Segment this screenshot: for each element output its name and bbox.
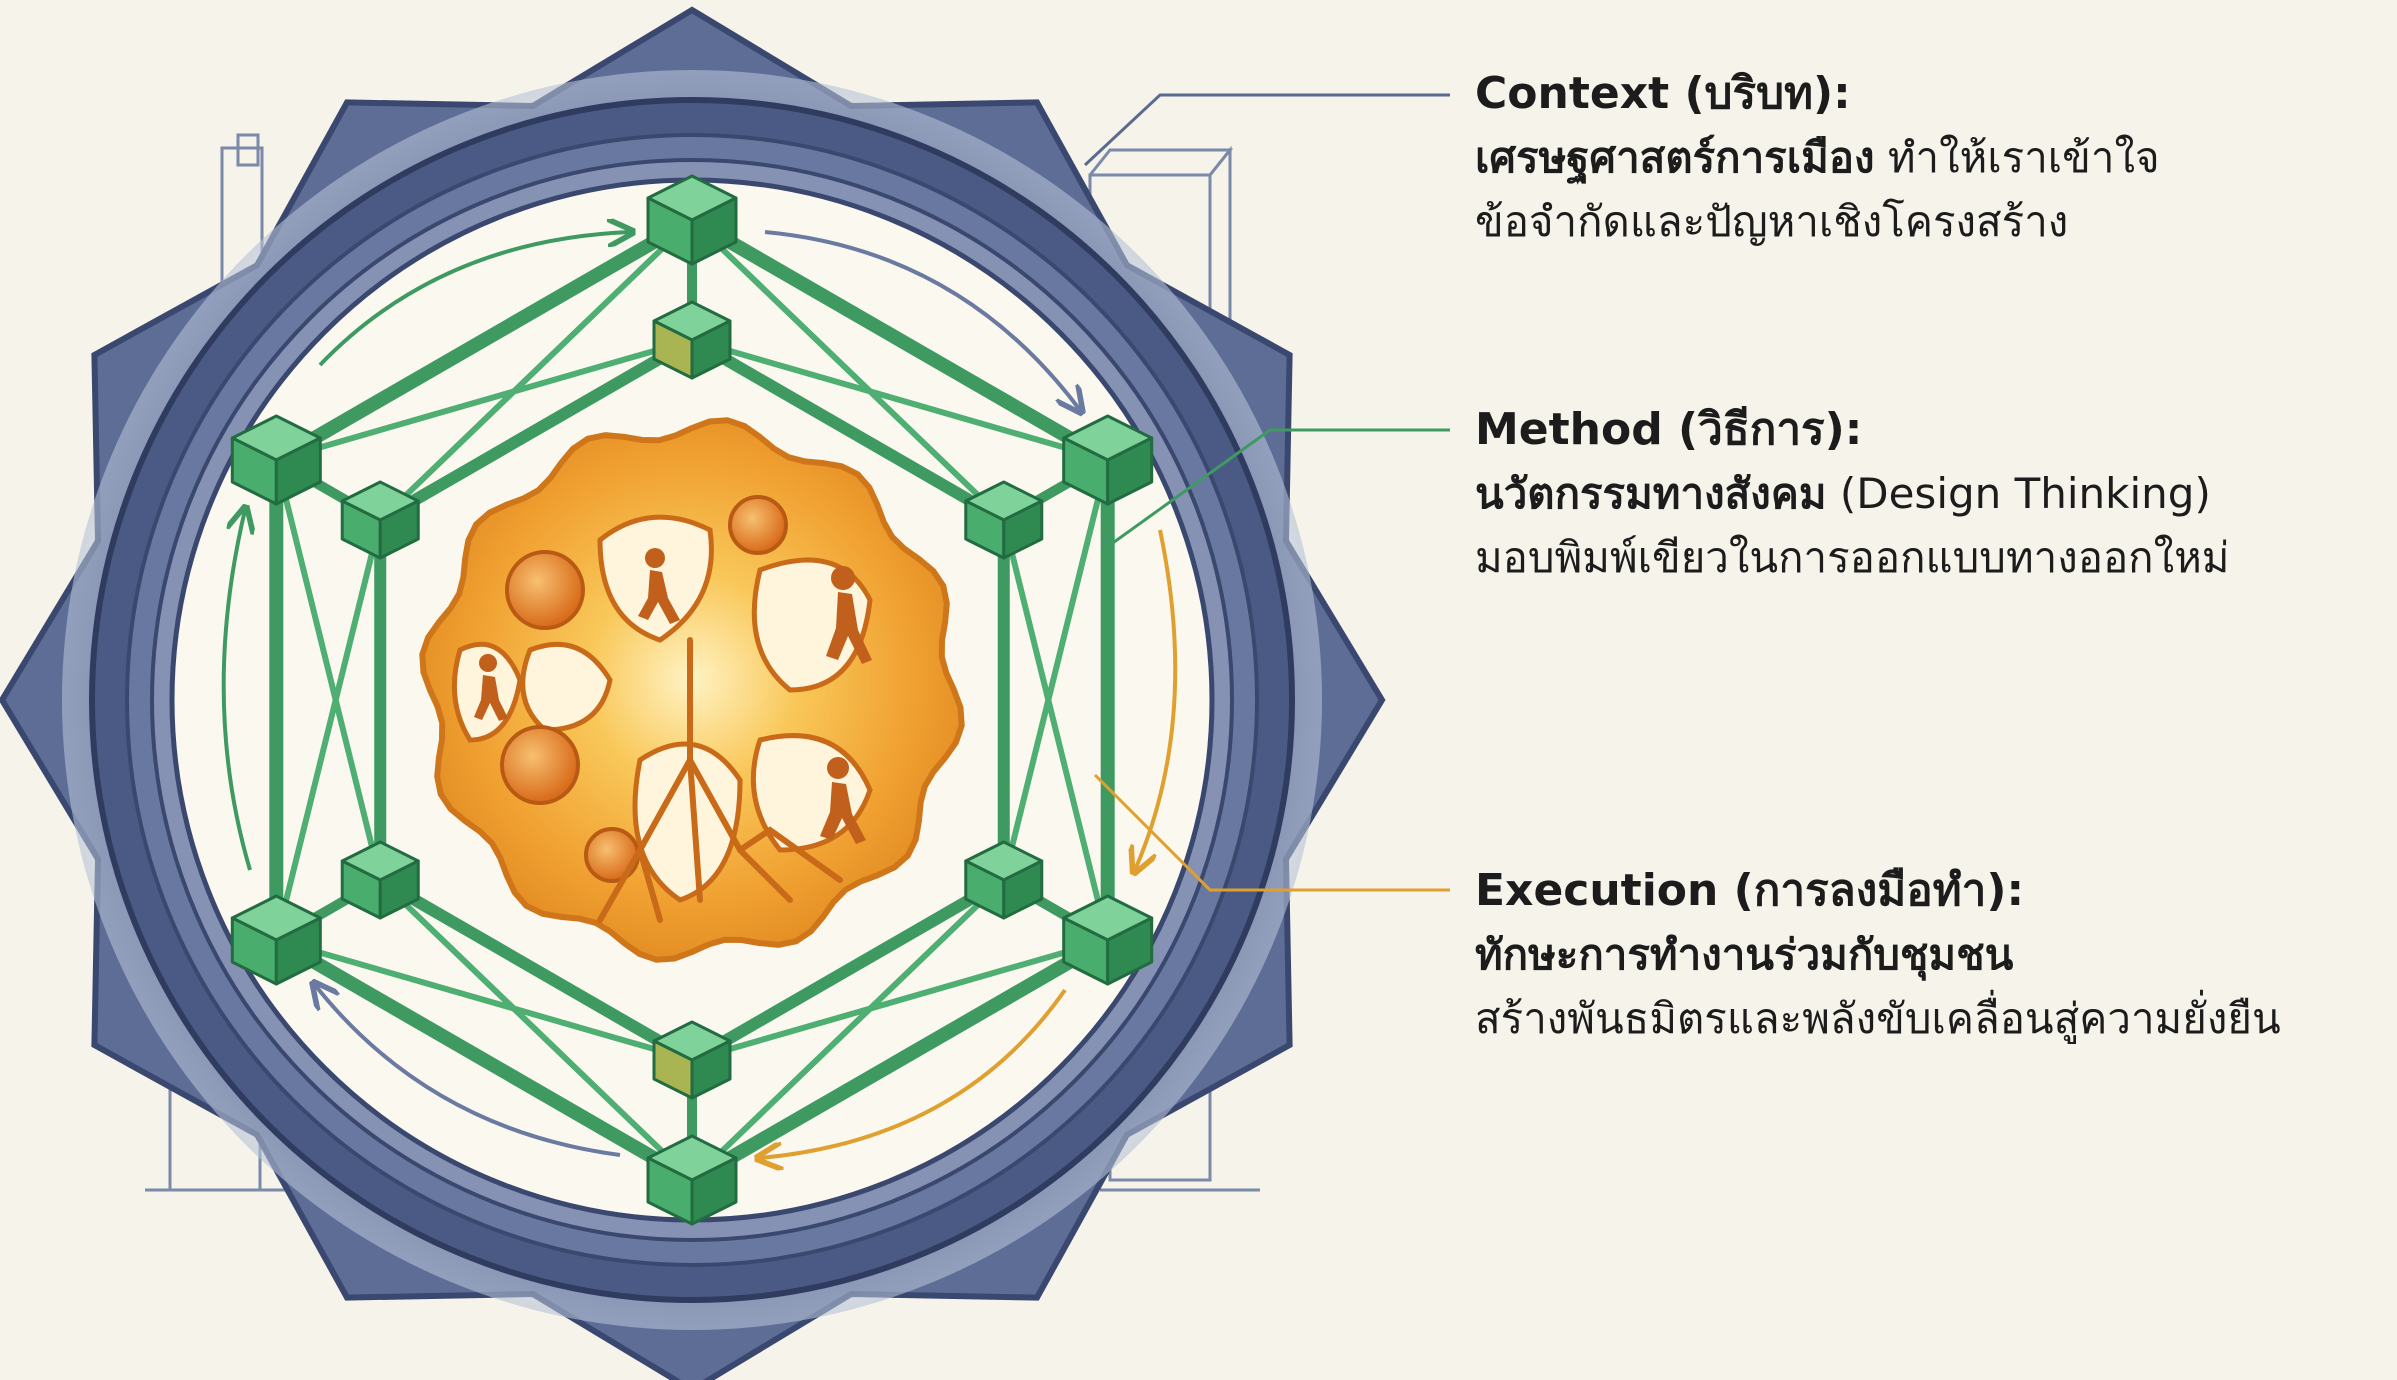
method-heading: Method (วิธีการ): [1475,404,1863,455]
context-line-1: เศรษฐศาสตร์การเมือง ทำให้เราเข้าใจ [1475,126,2160,190]
execution-heading: Execution (การลงมือทำ): [1475,865,2025,916]
framework-beam [273,459,384,881]
framework-beam [689,874,1007,1066]
framework-node [646,174,738,266]
roots [597,637,843,923]
callout-context: Context (บริบท): เศรษฐศาสตร์การเมือง ทำใ… [1475,62,2160,254]
framework-node [230,414,322,506]
green-hex-framework [230,174,1154,1226]
framework-beam [275,337,693,463]
framework-beam [272,213,696,467]
framework-node [1062,414,1154,506]
framework-beam [689,217,1006,523]
framework-node [646,1134,738,1226]
framework-node [964,480,1044,560]
framework-beam [275,937,693,1063]
execution-line-1-bold: ทักษะการทำงานร่วมกับชุมชน [1475,930,2014,979]
leader-lines [1083,93,1450,892]
framework-beam [1000,459,1111,881]
framework-beam [1000,519,1111,941]
framework-beam [378,877,695,1183]
context-line-2: ข้อจำกัดและปัญหาเชิงโครงสร้าง [1475,197,2069,246]
execution-line-1: ทักษะการทำงานร่วมกับชุมชน [1475,923,2281,987]
context-heading: Context (บริบท): [1475,68,1851,119]
callout-method: Method (วิธีการ): นวัตกรรมทางสังคม (Desi… [1475,398,2229,590]
framework-beam [688,933,1112,1187]
execution-line-2: สร้างพันธมิตรและพลังขับเคลื่อนสู่ความยั่… [1475,994,2281,1043]
framework-beam [689,334,1007,526]
framework-beam [273,519,384,941]
framework-node [340,480,420,560]
callout-execution: Execution (การลงมือทำ): ทักษะการทำงานร่ว… [1475,859,2281,1051]
framework-node [652,300,732,380]
framework-beam [377,334,696,526]
framework-node [652,1020,732,1100]
context-line-1-rest: ทำให้เราเข้าใจ [1874,133,2160,182]
orange-core [419,417,965,963]
framework-node [1062,894,1154,986]
framework-beam [272,933,696,1187]
framework-node [964,840,1044,920]
framework-node [340,840,420,920]
method-line-1-bold: นวัตกรรมทางสังคม [1475,469,1827,518]
framework-beam [378,217,695,523]
method-line-1: นวัตกรรมทางสังคม (Design Thinking) [1475,462,2229,526]
walking-figures [474,548,872,844]
context-line-1-bold: เศรษฐศาสตร์การเมือง [1475,133,1875,182]
framework-node [230,894,322,986]
framework-beam [691,937,1109,1063]
framework-beam [377,874,696,1066]
framework-beam [688,213,1112,467]
method-line-1-rest: (Design Thinking) [1826,469,2211,518]
framework-beam [689,877,1006,1183]
method-line-2: มอบพิมพ์เขียวในการออกแบบทางออกใหม่ [1475,533,2230,582]
framework-beam [691,337,1109,463]
